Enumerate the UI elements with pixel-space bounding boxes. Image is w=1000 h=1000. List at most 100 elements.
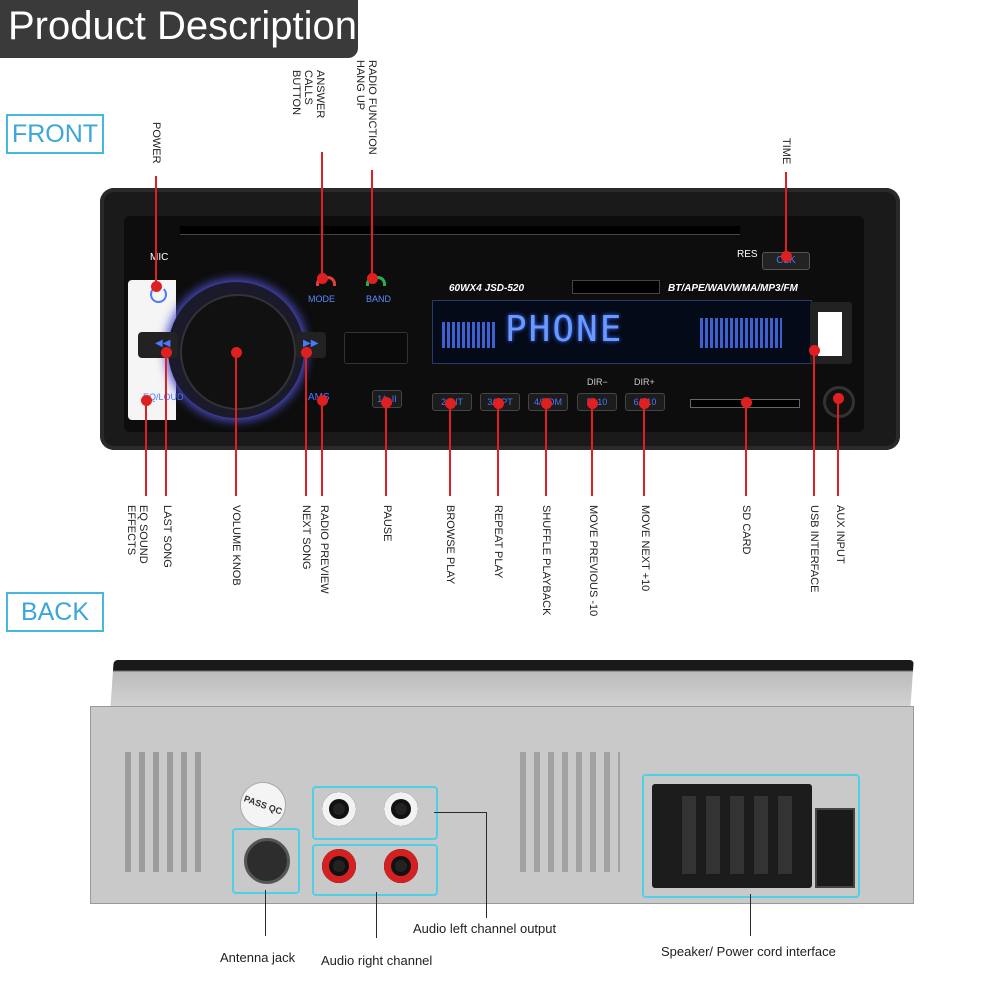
label-move-previous: MOVE PREVIOUS -10	[587, 505, 599, 617]
label-usb-interface: USB INTERFACE	[808, 505, 820, 593]
next-icon: ▶▶	[303, 338, 319, 349]
callout-dot-time	[781, 251, 792, 262]
rca-white-1[interactable]	[322, 792, 356, 826]
antenna-highlight	[232, 828, 300, 894]
callout-line-pause	[385, 402, 387, 496]
callout-line-sd	[745, 402, 747, 496]
callout-line-volume	[235, 352, 237, 496]
callout-dot-aux	[833, 393, 844, 404]
label-speaker-power: Speaker/ Power cord interface	[661, 944, 836, 959]
callout-dot-next10	[639, 398, 650, 409]
lcd-bars-right	[700, 318, 782, 348]
callout-line-answer	[321, 152, 323, 278]
audio-left-highlight	[312, 786, 438, 840]
model-label: 60WX4 JSD-520	[449, 283, 525, 294]
callout-line-power	[155, 176, 157, 286]
callout-dot-prev10	[587, 398, 598, 409]
dir-minus-label: DIR−	[587, 377, 608, 387]
label-browse-play: BROWSE PLAY	[444, 505, 456, 585]
callout-line-ams	[321, 400, 323, 496]
callout-dot-shuffle	[541, 398, 552, 409]
mic-label: MIC	[150, 252, 169, 263]
callout-line-aux	[837, 398, 839, 496]
callout-dot-ams	[317, 395, 328, 406]
power-connector-pins	[682, 796, 802, 874]
formats-label: BT/APE/WAV/WMA/MP3/FM	[668, 283, 798, 294]
power-connector-clip	[815, 808, 855, 888]
label-move-next: MOVE NEXT +10	[639, 505, 651, 592]
power-connector-highlight	[642, 774, 860, 898]
label-answer-calls: ANSWER CALLS BUTTON	[290, 70, 326, 119]
callout-line-speaker	[750, 894, 751, 936]
callout-line-audio-left-v	[486, 812, 487, 918]
label-pause: PAUSE	[381, 505, 393, 542]
callout-dot-volume	[231, 347, 242, 358]
back-vents-center	[520, 752, 620, 872]
label-repeat-play: REPEAT PLAY	[492, 505, 504, 579]
callout-line-usb	[813, 350, 815, 496]
callout-dot-answer	[317, 273, 328, 284]
audio-right-highlight	[312, 844, 438, 896]
band-label: BAND	[366, 294, 392, 304]
header-banner	[0, 0, 358, 58]
callout-line-repeat	[497, 403, 499, 496]
callout-dot-repeat	[493, 398, 504, 409]
callout-dot-pause	[381, 397, 392, 408]
callout-line-audio-left-h	[434, 812, 486, 813]
back-top-cover	[110, 660, 914, 710]
back-vents	[125, 752, 205, 872]
callout-line-next	[305, 352, 307, 496]
callout-line-antenna	[265, 890, 266, 936]
antenna-jack[interactable]	[244, 838, 290, 884]
callout-line-audio-right	[376, 892, 377, 938]
mode-label: MODE	[308, 294, 335, 304]
callout-dot-sd	[741, 397, 752, 408]
label-antenna-jack: Antenna jack	[220, 950, 296, 965]
prev-icon: ◀◀	[155, 338, 171, 349]
rca-red-1[interactable]	[322, 849, 356, 883]
page-title: Product Description	[8, 4, 358, 48]
top-slot	[572, 280, 660, 294]
callout-dot-next	[301, 347, 312, 358]
front-section-tag: FRONT	[6, 114, 104, 154]
callout-line-shuffle	[545, 403, 547, 496]
label-radio-preview: RADIO PREVIEW	[318, 505, 330, 594]
callout-line-band	[371, 170, 373, 278]
label-power: POWER	[150, 122, 162, 164]
label-shuffle-playback: SHUFFLE PLAYBACK	[540, 505, 552, 616]
callout-dot-last	[161, 347, 172, 358]
callout-dot-eq	[141, 395, 152, 406]
cd-slot	[180, 226, 740, 235]
eq-loud-label[interactable]: EQ/LOUD	[143, 392, 184, 402]
callout-line-last	[165, 352, 167, 496]
dir-plus-label: DIR+	[634, 377, 655, 387]
label-audio-right: Audio right channel	[321, 953, 433, 968]
label-time: TIME	[780, 138, 792, 165]
label-eq-sound: EQ SOUND EFFECTS	[125, 505, 149, 564]
callout-dot-browse	[445, 398, 456, 409]
callout-line-next10	[643, 403, 645, 496]
label-next-song: NEXT SONG	[300, 505, 312, 570]
back-section-tag: BACK	[6, 592, 104, 632]
rca-red-2[interactable]	[384, 849, 418, 883]
label-aux-input: AUX INPUT	[834, 505, 846, 564]
callout-line-eq	[145, 400, 147, 496]
label-sd-card: SD CARD	[740, 505, 752, 555]
label-radio-function: RADIO FUNCTION HANG UP	[354, 60, 378, 155]
callout-dot-usb	[809, 345, 820, 356]
rca-white-2[interactable]	[384, 792, 418, 826]
callout-line-time	[785, 172, 787, 256]
pass-qc-text: PASS QC	[242, 793, 284, 817]
lcd-bars-left	[442, 322, 496, 348]
callout-dot-band	[367, 273, 378, 284]
power-icon[interactable]	[150, 286, 167, 303]
res-label: RES	[737, 249, 758, 260]
lcd-display-text: PHONE	[505, 309, 624, 350]
side-icon-tile	[344, 332, 408, 364]
usb-opening	[818, 312, 842, 356]
label-audio-left: Audio left channel output	[413, 921, 557, 936]
callout-line-browse	[449, 403, 451, 496]
callout-dot-power	[151, 281, 162, 292]
label-last-song: LAST SONG	[161, 505, 173, 568]
callout-line-prev10	[591, 403, 593, 496]
